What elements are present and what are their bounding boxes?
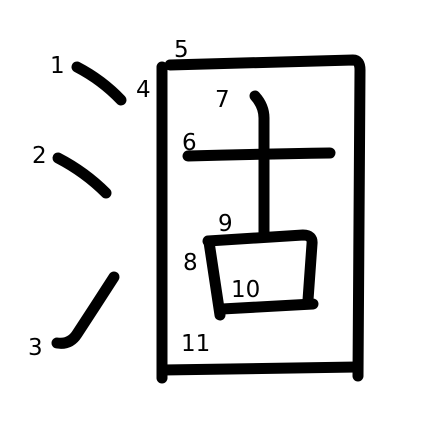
stroke-8: [203, 236, 226, 321]
stroke-number-11: 11: [181, 331, 210, 357]
stroke-number-1: 1: [50, 53, 65, 79]
stroke-number-8: 8: [183, 250, 198, 276]
stroke-number-2: 2: [32, 143, 47, 169]
stroke-number-6: 6: [182, 130, 197, 156]
stroke-5: [164, 54, 366, 382]
stroke-10: [216, 298, 319, 315]
stroke-number-3: 3: [28, 335, 43, 361]
stroke-1: [71, 61, 127, 106]
stroke-number-10: 10: [231, 277, 260, 303]
stroke-7: [249, 90, 270, 243]
stroke-number-9: 9: [218, 211, 233, 237]
stroke-3: [51, 271, 120, 349]
stroke-9: [202, 229, 318, 306]
stroke-number-4: 4: [136, 77, 151, 103]
stroke-11: [157, 361, 363, 376]
stroke-2: [52, 152, 112, 199]
stroke-number-5: 5: [174, 37, 189, 63]
stroke-number-7: 7: [215, 87, 230, 113]
